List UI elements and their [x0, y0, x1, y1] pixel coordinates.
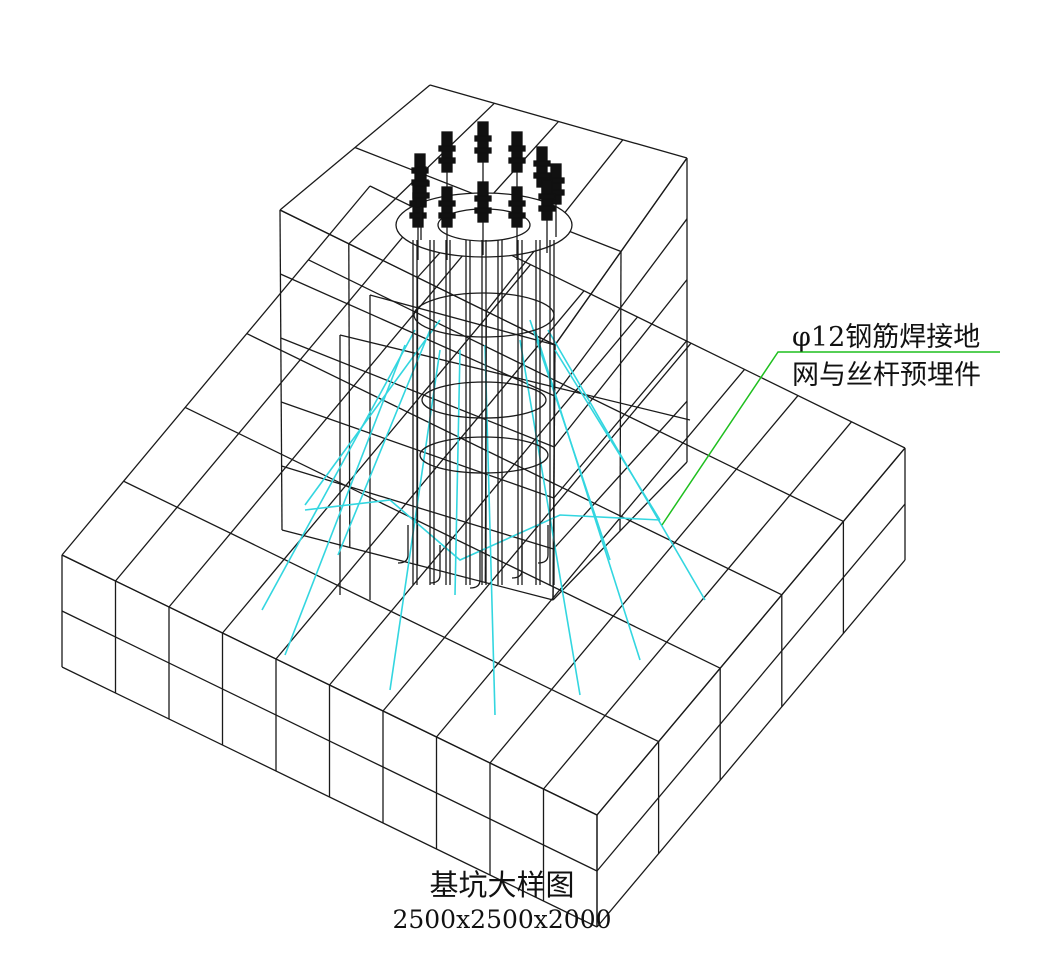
slab-grid-line [61, 185, 371, 556]
slab-grid-line [61, 554, 598, 816]
grounding-rebar [389, 349, 441, 691]
pedestal-grid-line [279, 209, 283, 531]
bolt-nut [508, 157, 526, 164]
grounding-rebar [261, 329, 416, 611]
pedestal-grid-line [552, 400, 688, 550]
slab-grid-line [596, 447, 906, 816]
caption-title: 基坑大样图 [429, 868, 575, 902]
grounding-rebar [337, 329, 431, 556]
bolt-nut [412, 192, 430, 199]
grounding-rebar [304, 319, 441, 506]
rod-hook [397, 525, 409, 564]
grounding-rebar-lines [261, 319, 706, 716]
pedestal-grid-line [429, 84, 688, 159]
annotation-line-1: φ12钢筋焊接地 [792, 322, 981, 353]
anchor-bolt [477, 181, 489, 223]
grounding-rebar [484, 344, 496, 716]
anchor-bolt-cage [395, 121, 573, 589]
bolt-nut [508, 145, 526, 152]
bolt-nut [474, 195, 492, 202]
rod-hook [429, 545, 441, 584]
pedestal-grid-line [554, 218, 688, 397]
slab-grid-line [115, 211, 424, 582]
anchor-bolt [441, 131, 453, 173]
slab-grid-line [61, 666, 598, 928]
bolt-nut [533, 172, 551, 179]
stirrup-ring [413, 292, 555, 338]
pedestal-hidden-edge [339, 334, 691, 421]
pedestal-grid-line [348, 243, 351, 548]
anchor-bolt [477, 121, 489, 163]
slab-grid-line [308, 259, 844, 522]
slab-grid-line [489, 395, 799, 764]
leader-line [661, 351, 1000, 526]
annotation-line-2: 网与丝杆预埋件 [792, 360, 981, 391]
pedestal-hidden-edge [369, 294, 556, 346]
slab-grid-line [329, 316, 638, 686]
bolt-nut [412, 180, 430, 187]
slab-grid-line [436, 368, 745, 738]
anchor-bolt [511, 186, 523, 228]
slab-grid-line [382, 342, 692, 712]
bolt-nut [409, 212, 427, 219]
bolt-nut [438, 157, 456, 164]
grounding-rebar-ring [304, 499, 661, 561]
slab-grid-line [61, 610, 598, 872]
bolt-nut [438, 212, 456, 219]
slab-grid-line [222, 264, 531, 634]
caption-dimensions: 2500x2500x2000 [392, 905, 612, 934]
pedestal-grid-line [553, 279, 688, 448]
pedestal-grid-line [619, 251, 622, 532]
slab-grid-line [543, 421, 852, 790]
anchor-bolt [415, 166, 427, 208]
anchor-bolt [441, 186, 453, 228]
bolt-nut [508, 200, 526, 207]
rod-hook [537, 525, 549, 564]
stirrup-ring [419, 436, 549, 474]
anchor-bolt [541, 179, 553, 221]
bolt-nut [474, 207, 492, 214]
bolt-nut [538, 205, 556, 212]
bolt-nut [438, 200, 456, 207]
rod-hook [511, 540, 523, 579]
foundation-slab-wireframe [61, 185, 906, 928]
slab-grid-line [596, 559, 906, 928]
bolt-nut [538, 193, 556, 200]
anchor-bolt [511, 131, 523, 173]
pedestal-grid-line [552, 461, 688, 601]
bolt-nut [533, 160, 551, 167]
slab-grid-line [596, 503, 906, 872]
grounding-rebar [554, 349, 661, 521]
bolt-nut [474, 135, 492, 142]
slab-grid-line [168, 237, 478, 608]
slab-grid-line [246, 333, 783, 596]
pedestal-grid-line [553, 339, 688, 499]
stirrup-ring [421, 381, 547, 419]
bolt-nut [474, 147, 492, 154]
bolt-nut [508, 212, 526, 219]
grounding-rebar [529, 319, 611, 561]
bolt-nut [438, 145, 456, 152]
slab-grid-line [184, 406, 721, 669]
pedestal-block-wireframe [279, 84, 691, 601]
rod-hook [469, 550, 481, 589]
slab-grid-line [123, 480, 659, 743]
annotation-leader-line [661, 351, 1000, 526]
grounding-rebar [454, 349, 461, 596]
